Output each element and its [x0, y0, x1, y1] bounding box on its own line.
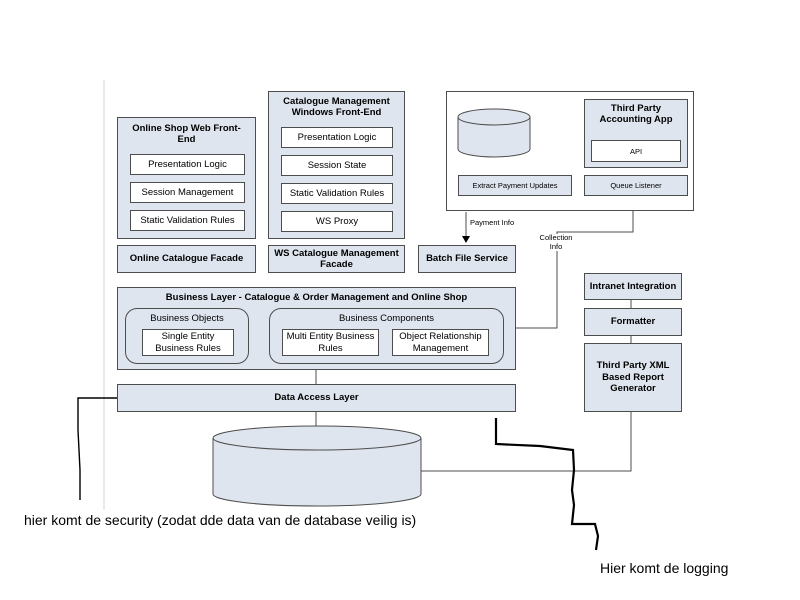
- api-box: API: [591, 140, 681, 162]
- online-catalogue-facade-label: Online Catalogue Facade: [129, 253, 244, 265]
- object-relationship-management: Object Relationship Management: [392, 329, 489, 356]
- business-components-title: Business Components: [338, 313, 435, 324]
- xml-report-generator-label: Third Party XML Based Report Generator: [596, 360, 670, 395]
- business-layer: Business Layer - Catalogue & Order Manag…: [117, 287, 516, 370]
- online-shop-session-management: Session Management: [130, 182, 245, 203]
- security-note: hier komt de security (zodat dde data va…: [24, 512, 417, 528]
- payment-info-label: Payment Info: [470, 218, 515, 228]
- catalogue-session-state: Session State: [281, 155, 393, 176]
- catalogue-management-title: Catalogue Management Windows Front-End: [283, 96, 390, 119]
- third-party-accounting-app: Third Party Accounting App API: [584, 99, 688, 168]
- business-objects-title: Business Objects: [150, 313, 224, 324]
- extract-payment-label: Extract Payment Updates: [472, 181, 558, 190]
- queue-listener: Queue Listener: [584, 175, 688, 196]
- online-shop-static-validation: Static Validation Rules: [130, 210, 245, 231]
- formatter: Formatter: [584, 308, 682, 336]
- online-shop-presentation-logic: Presentation Logic: [130, 154, 245, 175]
- ws-catalogue-facade: WS Catalogue Management Facade: [268, 245, 405, 273]
- catalogue-static-validation: Static Validation Rules: [281, 183, 393, 204]
- business-objects-group: Business Objects Single Entity Business …: [125, 308, 249, 364]
- queue-listener-label: Queue Listener: [610, 181, 662, 190]
- accounting-app-title: Third Party Accounting App: [599, 103, 673, 126]
- business-layer-title: Business Layer - Catalogue & Order Manag…: [165, 292, 468, 303]
- logging-note: Hier komt de logging: [600, 560, 729, 576]
- batch-file-service-label: Batch File Service: [426, 253, 508, 265]
- xml-report-generator: Third Party XML Based Report Generator: [584, 343, 682, 412]
- business-components-group: Business Components Multi Entity Busines…: [269, 308, 504, 364]
- data-access-layer: Data Access Layer: [117, 384, 516, 412]
- intranet-integration: Intranet Integration: [584, 273, 682, 300]
- collection-info-label: Collection Info: [536, 233, 576, 252]
- formatter-label: Formatter: [610, 316, 656, 328]
- extract-payment-updates: Extract Payment Updates: [458, 175, 572, 196]
- single-entity-rules: Single Entity Business Rules: [142, 329, 234, 356]
- data-access-layer-label: Data Access Layer: [274, 392, 359, 404]
- online-shop-title: Online Shop Web Front-End: [132, 123, 241, 146]
- online-catalogue-facade: Online Catalogue Facade: [117, 245, 256, 273]
- catalogue-management-frontend: Catalogue Management Windows Front-End P…: [268, 91, 405, 239]
- online-shop-frontend: Online Shop Web Front-End Presentation L…: [117, 117, 256, 239]
- ws-catalogue-facade-label: WS Catalogue Management Facade: [274, 247, 399, 270]
- batch-file-service: Batch File Service: [418, 245, 516, 273]
- accounting-database-icon: [457, 108, 531, 158]
- catalogue-ws-proxy: WS Proxy: [281, 211, 393, 232]
- multi-entity-rules: Multi Entity Business Rules: [282, 329, 379, 356]
- main-database-icon: [212, 425, 422, 507]
- intranet-integration-label: Intranet Integration: [589, 280, 677, 292]
- catalogue-presentation-logic: Presentation Logic: [281, 127, 393, 148]
